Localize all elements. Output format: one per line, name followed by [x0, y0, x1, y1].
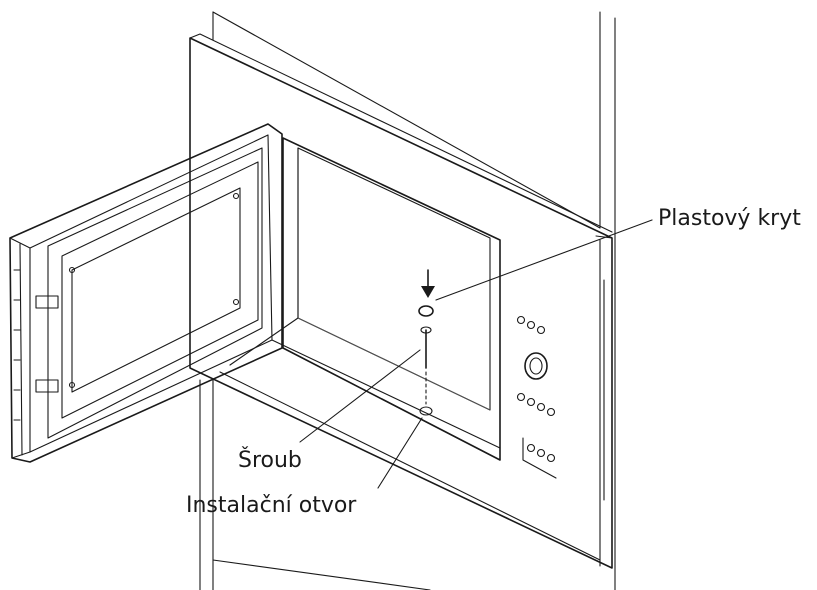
screw-assembly [418, 269, 435, 416]
control-knob [524, 352, 548, 380]
cabinet [199, 11, 616, 590]
leader-lines [299, 219, 653, 489]
control-panel [516, 315, 557, 479]
leader-plastic-cover [435, 219, 653, 301]
label-screw: Šroub [238, 448, 302, 473]
mounting-hole-icon [419, 406, 433, 416]
plastic-cover-icon [418, 305, 434, 317]
arrow-head-icon [421, 286, 435, 298]
leader-mounting-hole [377, 417, 423, 489]
open-door [9, 123, 283, 463]
trim-frame [189, 33, 613, 569]
leader-screw [299, 349, 421, 443]
label-mounting-hole: Instalační otvor [186, 493, 357, 518]
label-plastic-cover: Plastový kryt [658, 206, 801, 231]
oven-cavity [229, 137, 501, 461]
